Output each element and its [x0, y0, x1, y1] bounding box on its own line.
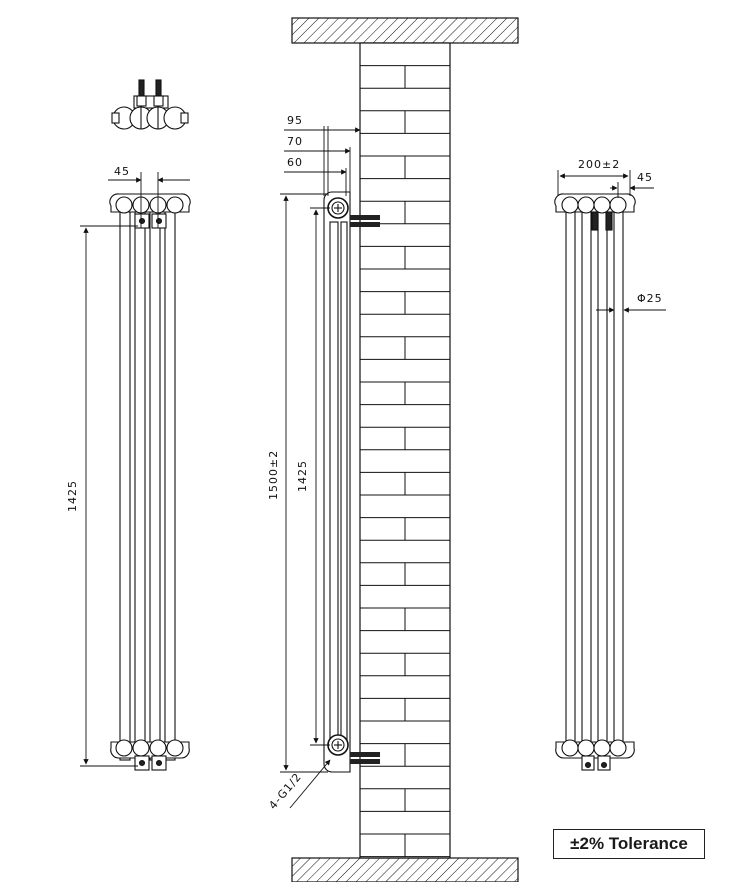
side-depth-60-label: 60 — [287, 156, 303, 169]
side-total-height-label: 1500±2 — [267, 450, 280, 500]
back-tube-diameter-label: Φ25 — [637, 292, 663, 305]
side-depth-95-label: 95 — [287, 114, 303, 127]
side-depth-70-label: 70 — [287, 135, 303, 148]
front-width-label: 45 — [114, 165, 130, 178]
front-height-label: 1425 — [66, 480, 79, 512]
tolerance-text: ±2% Tolerance — [570, 834, 688, 853]
side-view-radiator — [323, 191, 351, 773]
back-view-radiator — [554, 193, 636, 771]
back-dimensions — [557, 170, 666, 313]
top-view-valves — [111, 79, 189, 130]
wall — [291, 17, 519, 882]
back-width-label: 200±2 — [578, 158, 620, 171]
wall-brackets — [350, 215, 380, 764]
ceiling-slab — [291, 17, 519, 44]
brick-courses — [360, 65, 450, 858]
tolerance-note: ±2% Tolerance — [553, 829, 705, 859]
back-pitch-label: 45 — [637, 171, 653, 184]
front-view-radiator — [109, 193, 191, 771]
side-dimensions — [280, 126, 361, 809]
connection-label: 4-G1/2 — [266, 770, 304, 812]
front-dimensions — [80, 172, 190, 767]
floor-slab — [291, 857, 519, 882]
side-center-height-label: 1425 — [296, 460, 309, 492]
